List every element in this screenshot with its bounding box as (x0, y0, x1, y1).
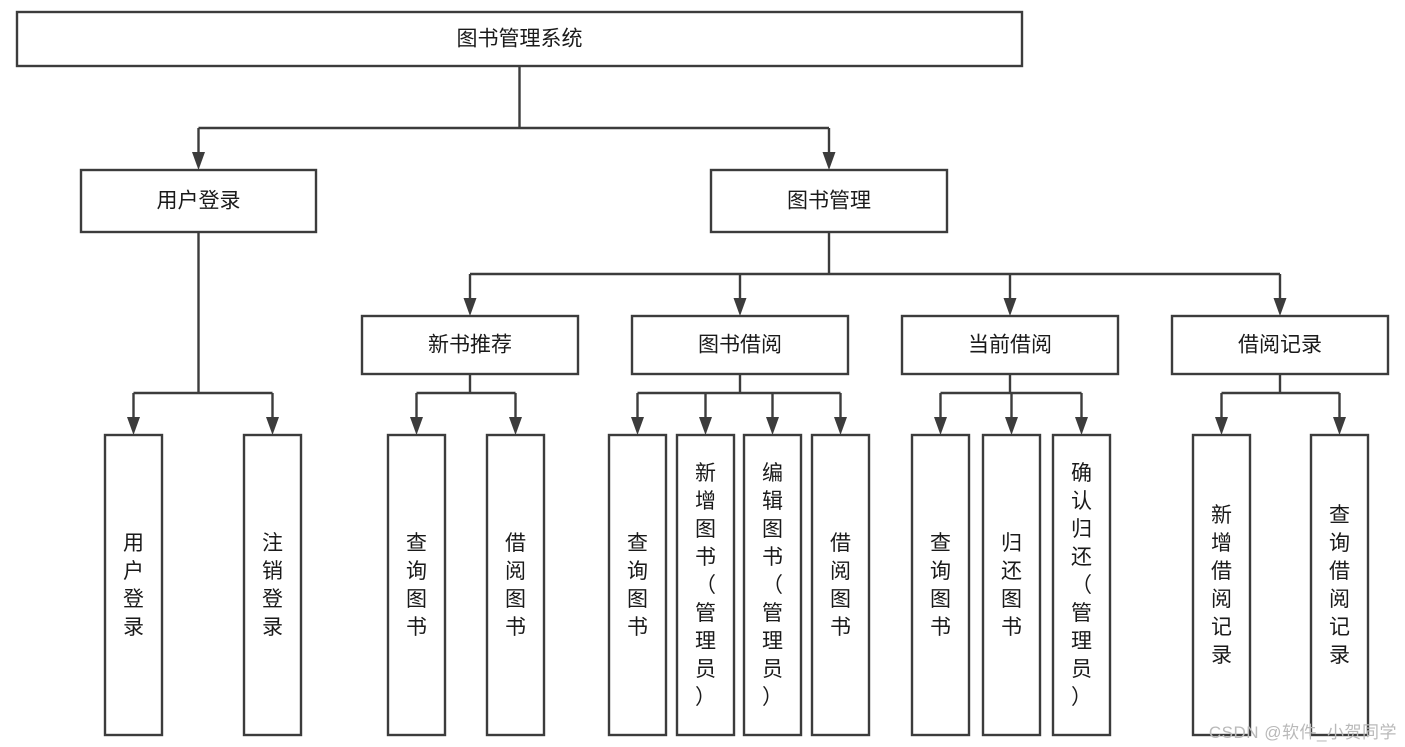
node-box (386, 433, 447, 737)
node-label: 注销登录 (262, 532, 283, 639)
node-box (742, 433, 803, 737)
node-box (485, 433, 546, 737)
node-box (630, 314, 850, 376)
node-leaf-user-login[interactable]: 用户登录 (103, 433, 164, 737)
node-box (900, 314, 1120, 376)
node-leaf-query-record[interactable]: 查询借阅记录 (1309, 433, 1370, 737)
edge-arrowhead (822, 152, 836, 170)
edge-group-from-borrow-record (1215, 374, 1346, 435)
edge-arrowhead (733, 298, 747, 316)
edge-arrowhead (463, 298, 477, 316)
node-label: 用户登录 (157, 190, 241, 213)
edge-arrowhead (631, 417, 644, 435)
edge-group-from-book-borrow (631, 374, 847, 435)
node-label: 图书管理系统 (457, 28, 583, 51)
edges-layer (127, 66, 1346, 435)
edge-arrowhead (1333, 417, 1346, 435)
node-label: 新增借阅记录 (1211, 504, 1232, 667)
node-label: 用户登录 (123, 532, 144, 639)
edge-arrowhead (699, 417, 712, 435)
edge-group-from-book-manage (463, 232, 1287, 316)
node-box (607, 433, 668, 737)
edge-arrowhead (127, 417, 140, 435)
node-leaf-confirm-return[interactable]: 确认归还（管理员） (1051, 433, 1112, 737)
node-box (15, 10, 1024, 68)
edge-arrowhead (1003, 298, 1017, 316)
node-borrow-record[interactable]: 借阅记录 (1170, 314, 1390, 376)
node-label: 新书推荐 (428, 334, 512, 357)
node-label: 查询图书 (627, 532, 648, 639)
node-label: 借阅图书 (505, 532, 526, 639)
node-label: 查询图书 (406, 532, 427, 639)
node-box (1051, 433, 1112, 737)
nodes-layer: 图书管理系统用户登录图书管理新书推荐图书借阅当前借阅借阅记录用户登录注销登录查询… (15, 10, 1390, 737)
node-box (242, 433, 303, 737)
node-box (103, 433, 164, 737)
node-label: 查询借阅记录 (1329, 504, 1350, 667)
node-box (1170, 314, 1390, 376)
edge-arrowhead (1215, 417, 1228, 435)
node-leaf-return-book[interactable]: 归还图书 (981, 433, 1042, 737)
node-leaf-query-book-2[interactable]: 查询图书 (607, 433, 668, 737)
edge-arrowhead (1273, 298, 1287, 316)
node-label: 当前借阅 (968, 334, 1052, 357)
node-label: 图书借阅 (698, 334, 782, 357)
node-leaf-add-book[interactable]: 新增图书（管理员） (675, 433, 736, 737)
node-leaf-add-record[interactable]: 新增借阅记录 (1191, 433, 1252, 737)
node-label: 确认归还（管理员） (1071, 462, 1092, 709)
node-user-login[interactable]: 用户登录 (79, 168, 318, 234)
node-label: 查询图书 (930, 532, 951, 639)
node-book-borrow[interactable]: 图书借阅 (630, 314, 850, 376)
node-box (360, 314, 580, 376)
node-label: 归还图书 (1001, 532, 1022, 639)
node-leaf-logout[interactable]: 注销登录 (242, 433, 303, 737)
edge-arrowhead (192, 152, 205, 170)
edge-group-from-new-book-rec (410, 374, 522, 435)
edge-arrowhead (766, 417, 779, 435)
node-box (981, 433, 1042, 737)
edge-group-from-user-login (127, 232, 279, 435)
node-label: 新增图书（管理员） (695, 462, 716, 709)
edge-group-from-current-borrow (934, 374, 1088, 435)
edge-arrowhead (1005, 417, 1018, 435)
edge-arrowhead (509, 417, 522, 435)
node-label: 借阅图书 (830, 532, 851, 639)
node-leaf-borrow-book-1[interactable]: 借阅图书 (485, 433, 546, 737)
edge-arrowhead (934, 417, 947, 435)
node-box (1191, 433, 1252, 737)
node-box (1309, 433, 1370, 737)
node-label: 编辑图书（管理员） (762, 462, 783, 709)
node-leaf-borrow-book-2[interactable]: 借阅图书 (810, 433, 871, 737)
node-label: 图书管理 (787, 190, 871, 213)
node-root[interactable]: 图书管理系统 (15, 10, 1024, 68)
edge-arrowhead (410, 417, 423, 435)
node-box (910, 433, 971, 737)
node-book-manage[interactable]: 图书管理 (709, 168, 949, 234)
node-box (79, 168, 318, 234)
node-box (675, 433, 736, 737)
node-leaf-query-book-1[interactable]: 查询图书 (386, 433, 447, 737)
edge-arrowhead (266, 417, 279, 435)
node-label: 借阅记录 (1238, 334, 1322, 357)
node-new-book-rec[interactable]: 新书推荐 (360, 314, 580, 376)
node-leaf-query-book-3[interactable]: 查询图书 (910, 433, 971, 737)
edge-group-from-root (192, 66, 836, 170)
edge-arrowhead (834, 417, 847, 435)
edge-arrowhead (1075, 417, 1088, 435)
node-box (709, 168, 949, 234)
node-leaf-edit-book[interactable]: 编辑图书（管理员） (742, 433, 803, 737)
node-current-borrow[interactable]: 当前借阅 (900, 314, 1120, 376)
node-box (810, 433, 871, 737)
